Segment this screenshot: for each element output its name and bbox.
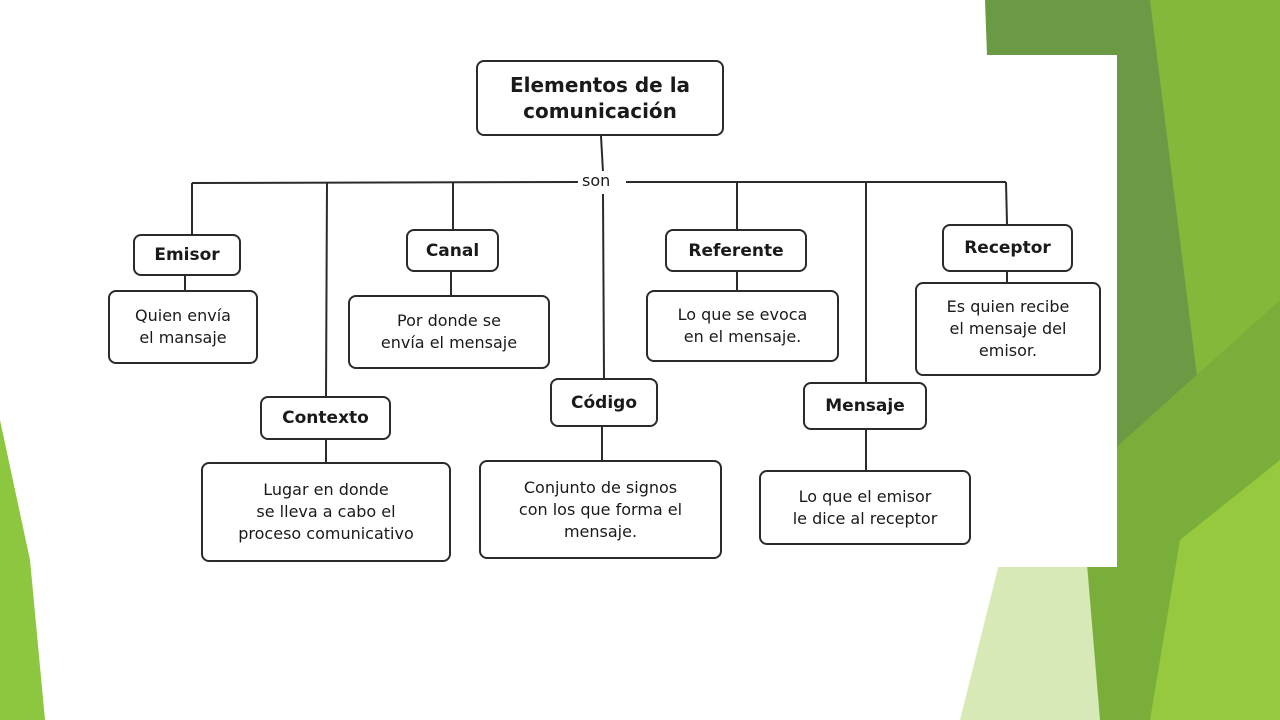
node-contexto: Contexto [260,396,391,440]
desc-codigo: Conjunto de signos con los que forma el … [479,460,722,559]
node-receptor: Receptor [942,224,1073,272]
desc-mensaje: Lo que el emisor le dice al receptor [759,470,971,545]
desc-referente: Lo que se evoca en el mensaje. [646,290,839,362]
connector-codigo [602,193,605,379]
right-bright-green-shape [1150,460,1280,720]
left-green-shape [0,420,45,720]
bus-left [191,181,579,184]
root-stem [600,135,604,173]
connector-receptor [1005,181,1008,225]
connector-contexto [325,182,328,397]
node-canal: Canal [406,229,499,272]
desc-receptor: Es quien recibe el mensaje del emisor. [915,282,1101,376]
link-label-son: son [578,171,615,190]
desc-contexto: Lugar en donde se lleva a cabo el proces… [201,462,451,562]
root-node: Elementos de la comunicación [476,60,724,136]
desc-canal: Por donde se envía el mensaje [348,295,550,369]
node-emisor: Emisor [133,234,241,276]
node-mensaje: Mensaje [803,382,927,430]
node-codigo: Código [550,378,658,427]
desc-emisor: Quien envía el mansaje [108,290,258,364]
node-referente: Referente [665,229,807,272]
